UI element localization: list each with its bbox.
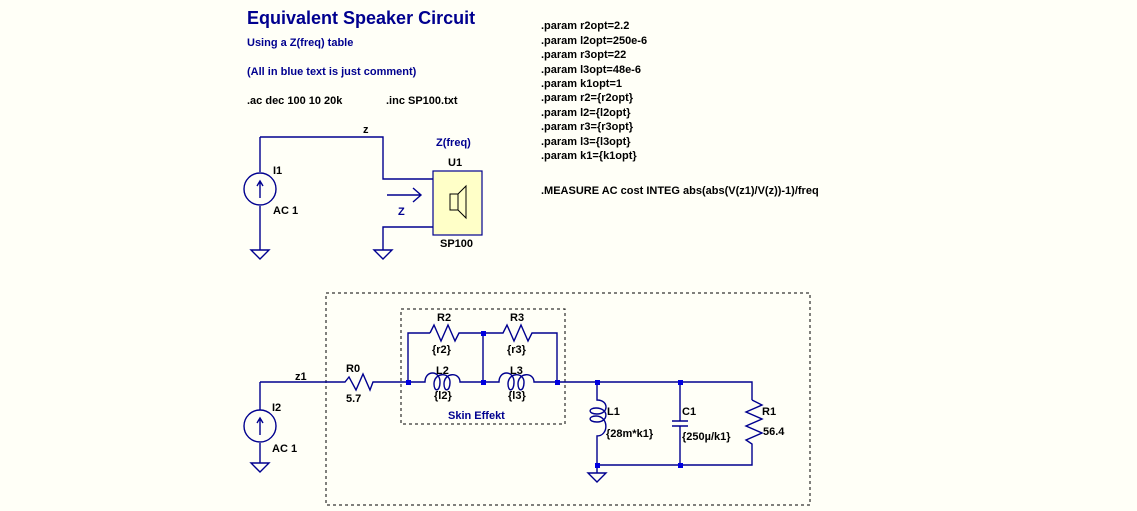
top-circuit: z I1 AC 1 Z Z(freq) U1 SP100 bbox=[243, 124, 483, 260]
speaker-block-u1[interactable] bbox=[432, 170, 483, 236]
param-line[interactable]: .param l3={l3opt} bbox=[541, 136, 631, 148]
l3-value: {l3} bbox=[508, 390, 526, 402]
param-line[interactable]: .param l2opt=250e-6 bbox=[541, 35, 647, 47]
current-source-i1[interactable] bbox=[243, 172, 277, 206]
junction-dot bbox=[595, 380, 600, 385]
wire[interactable] bbox=[407, 332, 430, 382]
resistor-r3[interactable] bbox=[483, 323, 558, 382]
junction-dot bbox=[678, 463, 683, 468]
resistor-r1[interactable] bbox=[744, 399, 764, 450]
ground-icon bbox=[249, 462, 271, 473]
r3-name: R3 bbox=[510, 312, 524, 324]
wire[interactable] bbox=[382, 226, 433, 250]
param-line[interactable]: .param k1={k1opt} bbox=[541, 150, 637, 162]
i2-name: I2 bbox=[272, 402, 281, 414]
net-label-z1: z1 bbox=[295, 371, 307, 383]
resistor-r0[interactable] bbox=[340, 372, 408, 392]
junction-dot bbox=[595, 463, 600, 468]
r0-value: 5.7 bbox=[346, 393, 361, 405]
source-circle-icon bbox=[243, 172, 277, 206]
c1-value: {250µ/k1} bbox=[682, 431, 731, 443]
l1-name: L1 bbox=[607, 406, 620, 418]
ground-icon bbox=[249, 249, 271, 260]
u1-value: SP100 bbox=[440, 238, 473, 250]
wire[interactable] bbox=[557, 381, 753, 400]
r0-name: R0 bbox=[346, 363, 360, 375]
arrow-label-z: Z bbox=[398, 206, 405, 218]
ac-directive[interactable]: .ac dec 100 10 20k bbox=[247, 95, 343, 107]
junction-dot bbox=[678, 380, 683, 385]
arrow-up-icon bbox=[256, 179, 264, 198]
r1-value: 56.4 bbox=[763, 426, 785, 438]
page-title: Equivalent Speaker Circuit bbox=[247, 8, 475, 28]
capacitor-c1[interactable] bbox=[672, 382, 688, 465]
speaker-cone-icon bbox=[457, 184, 467, 220]
speaker-model-box bbox=[325, 292, 811, 506]
current-source-i2[interactable] bbox=[243, 409, 277, 443]
skin-effect-box bbox=[400, 308, 566, 425]
inc-directive[interactable]: .inc SP100.txt bbox=[386, 95, 458, 107]
subtitle: Using a Z(freq) table bbox=[247, 37, 353, 49]
r3-value: {r3} bbox=[507, 344, 527, 356]
impedance-arrow-icon bbox=[387, 187, 423, 203]
inductor-l2[interactable] bbox=[408, 372, 483, 391]
l2-value: {l2} bbox=[434, 390, 452, 402]
junction-dot bbox=[555, 380, 560, 385]
param-line[interactable]: .param r3opt=22 bbox=[541, 49, 626, 61]
measure-directive[interactable]: .MEASURE AC cost INTEG abs(abs(V(z1)/V(z… bbox=[541, 185, 819, 197]
r2-name: R2 bbox=[437, 312, 451, 324]
i1-name: I1 bbox=[273, 165, 282, 177]
param-line[interactable]: .param l3opt=48e-6 bbox=[541, 64, 641, 76]
inductor-l3[interactable] bbox=[483, 372, 557, 391]
param-line[interactable]: .param r2opt=2.2 bbox=[541, 20, 629, 32]
c1-name: C1 bbox=[682, 406, 696, 418]
r1-name: R1 bbox=[762, 406, 776, 418]
comment-note: (All in blue text is just comment) bbox=[247, 66, 417, 78]
i1-value: AC 1 bbox=[273, 205, 298, 217]
inductor-l1[interactable] bbox=[589, 382, 607, 465]
l3-name: L3 bbox=[510, 365, 523, 377]
junction-dot bbox=[481, 380, 486, 385]
wire[interactable] bbox=[597, 450, 753, 466]
param-line[interactable]: .param l2={l2opt} bbox=[541, 107, 631, 119]
arrow-up-icon bbox=[256, 416, 264, 435]
r2-value: {r2} bbox=[432, 344, 452, 356]
junction-dot bbox=[406, 380, 411, 385]
junction-dot bbox=[481, 331, 486, 336]
resistor-r2[interactable] bbox=[429, 323, 483, 343]
param-line[interactable]: .param r2={r2opt} bbox=[541, 92, 634, 104]
wire-net-z[interactable] bbox=[260, 136, 433, 180]
bottom-circuit: Skin Effekt z1 I2 AC 1 R0 5.7 R2 {r2} R3 bbox=[243, 292, 811, 506]
l1-value: {28m*k1} bbox=[606, 428, 654, 440]
param-line[interactable]: .param r3={r3opt} bbox=[541, 121, 634, 133]
i2-value: AC 1 bbox=[272, 443, 297, 455]
net-label-z: z bbox=[363, 124, 369, 136]
param-directives[interactable]: .param r2opt=2.2 .param l2opt=250e-6 .pa… bbox=[541, 20, 647, 162]
ground-icon bbox=[586, 472, 608, 483]
param-line[interactable]: .param k1opt=1 bbox=[541, 78, 622, 90]
u1-name: U1 bbox=[448, 157, 462, 169]
l2-name: L2 bbox=[436, 365, 449, 377]
speaker-icon bbox=[449, 193, 459, 211]
block-annotation: Z(freq) bbox=[436, 137, 471, 149]
skin-effect-label: Skin Effekt bbox=[448, 410, 505, 422]
source-circle-icon bbox=[243, 409, 277, 443]
ground-icon bbox=[372, 249, 394, 260]
